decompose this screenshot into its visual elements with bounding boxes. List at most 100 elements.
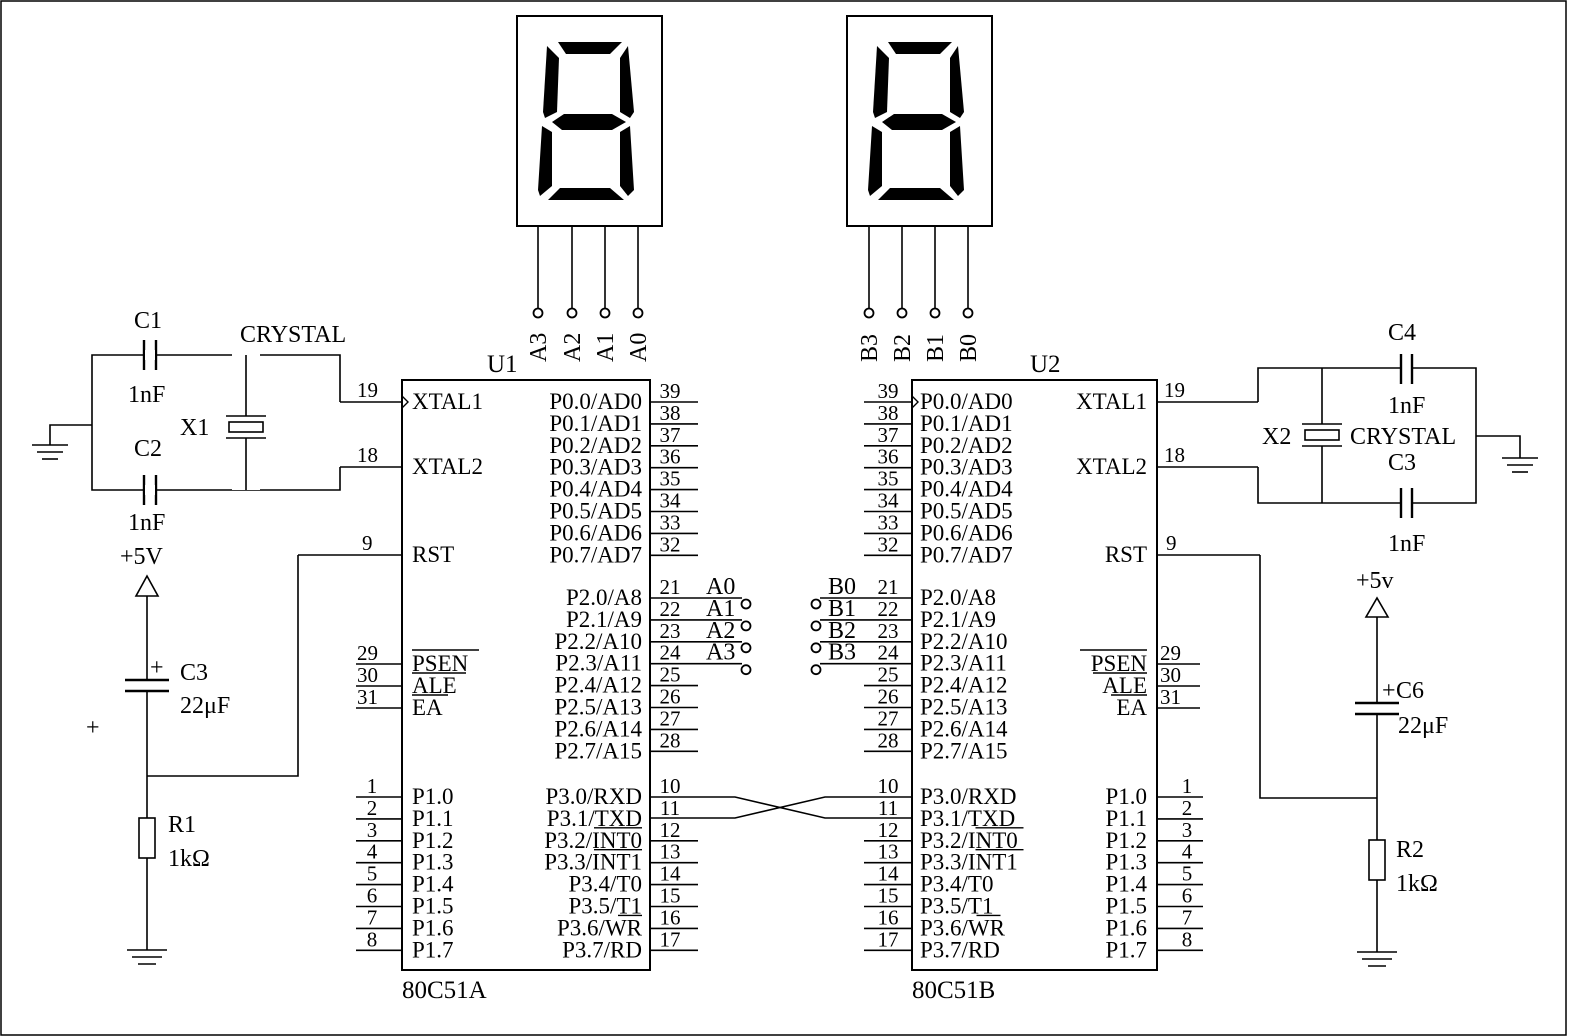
display-b-net-label: B1 xyxy=(923,334,949,362)
u2-p1-pin: 3 xyxy=(1182,818,1193,842)
u1-p3-label: P3.1/TXD xyxy=(547,806,642,831)
r2-ref: R2 xyxy=(1396,837,1424,863)
u1-p2-label: P2.6/A14 xyxy=(554,716,642,741)
u2-pin-xtal1: 19 xyxy=(1164,378,1185,402)
microcontroller-u2: U2 80C51B 19 XTAL1 18 XTAL2 9 RST 29 PSE… xyxy=(810,351,1260,1004)
u2-p3-pin: 17 xyxy=(878,927,899,951)
c2-value: 1nF xyxy=(128,510,165,536)
u1-p0-label: P0.4/AD4 xyxy=(549,477,642,502)
u2-p0-label: P0.2/AD2 xyxy=(920,433,1013,458)
u2-p2-pin: 26 xyxy=(878,685,899,709)
u2-net-terminal xyxy=(810,664,822,676)
u1-p2-pin: 22 xyxy=(660,597,681,621)
display-b-net-label: B2 xyxy=(890,334,916,362)
display-a-net-label: A2 xyxy=(560,333,586,362)
c2-ref: C2 xyxy=(134,436,162,462)
display-b-pin-3 xyxy=(962,307,974,319)
u2-p2-pin: 23 xyxy=(878,619,899,643)
u2-p1-pin: 8 xyxy=(1182,927,1193,951)
u2-p2-net: B3 xyxy=(828,640,856,666)
microcontroller-u1: U1 80C51A 19 XTAL1 18 XTAL2 9 RST 29 PSE… xyxy=(298,351,752,1004)
u2-p1-label: P1.1 xyxy=(1105,806,1147,831)
u2-pin-rst: 9 xyxy=(1166,531,1177,555)
display-b-pin-2 xyxy=(929,307,941,319)
x2-type: CRYSTAL xyxy=(1350,424,1456,450)
display-a-pin-3 xyxy=(632,307,644,319)
u2-p0-label: P0.3/AD3 xyxy=(920,455,1013,480)
right-oscillator-circuit: C4 1nF C3 1nF X2 CRYSTAL xyxy=(1257,320,1538,557)
u2-p0-pin: 38 xyxy=(878,401,899,425)
display-a-pin-2 xyxy=(599,307,611,319)
left-vcc-label: +5V xyxy=(120,544,164,570)
u1-p3-pin: 11 xyxy=(660,796,680,820)
u2-net-terminal xyxy=(810,642,822,654)
display-a-net-label: A0 xyxy=(626,333,652,362)
ground-symbol-left-reset xyxy=(127,949,167,965)
u1-p2-net: A3 xyxy=(706,640,735,666)
u1-p1-label: P1.1 xyxy=(412,806,454,831)
u1-net-terminal xyxy=(740,620,752,632)
u1-rst-label: RST xyxy=(412,542,454,567)
u1-p3-label: P3.0/RXD xyxy=(546,784,643,809)
u2-pin-xtal2: 18 xyxy=(1164,443,1185,467)
u1-pin-ea: 31 xyxy=(357,685,378,709)
u1-p0-label: P0.6/AD6 xyxy=(549,520,642,545)
u2-p2-pin: 21 xyxy=(878,575,899,599)
u2-net-terminal xyxy=(810,598,822,610)
u1-p1-pin: 5 xyxy=(367,862,378,886)
display-b-net-label: B3 xyxy=(857,334,883,362)
u2-p0-label: P0.6/AD6 xyxy=(920,520,1013,545)
c3-right-ref: C3 xyxy=(1388,450,1416,476)
u2-p0-pin: 37 xyxy=(878,423,899,447)
u1-psen-label: PSEN xyxy=(412,651,469,676)
u1-p2-net: A0 xyxy=(706,574,735,600)
u1-p3-pin: 12 xyxy=(660,818,681,842)
u1-p3-label: P3.6/WR xyxy=(557,915,643,940)
u2-p0-pin: 39 xyxy=(878,379,899,403)
display-a-net-label: A3 xyxy=(526,333,552,362)
u1-p2-pin: 23 xyxy=(660,619,681,643)
u2-ea-label: EA xyxy=(1116,695,1147,720)
u2-p3-label: P3.5/T1 xyxy=(920,894,993,919)
u1-p3-label: P3.4/T0 xyxy=(569,872,642,897)
r2-value: 1kΩ xyxy=(1396,871,1438,897)
u2-p1-label: P1.0 xyxy=(1105,784,1147,809)
u1-ea-label: EA xyxy=(412,695,443,720)
u2-p3-pin: 13 xyxy=(878,840,899,864)
u2-p2-label: P2.1/A9 xyxy=(920,607,996,632)
u1-p1-pin: 7 xyxy=(367,905,378,929)
u2-rst-label: RST xyxy=(1105,542,1147,567)
u1-p0-label: P0.0/AD0 xyxy=(549,389,642,414)
u2-ref: U2 xyxy=(1030,351,1061,378)
u2-p1-label: P1.5 xyxy=(1105,894,1147,919)
u2-p3-pin: 12 xyxy=(878,818,899,842)
u2-p3-pin: 15 xyxy=(878,884,899,908)
u1-p3-pin: 17 xyxy=(660,927,681,951)
u1-p0-pin: 36 xyxy=(660,445,681,469)
u1-p1-label: P1.3 xyxy=(412,850,454,875)
u2-p1-pin: 7 xyxy=(1182,905,1193,929)
u2-p2-pin: 28 xyxy=(878,728,899,752)
u2-p3-label: P3.2/INT0 xyxy=(920,828,1018,853)
u1-p2-pin: 21 xyxy=(660,575,681,599)
u1-p1-label: P1.7 xyxy=(412,937,454,962)
u2-p1-label: P1.3 xyxy=(1105,850,1147,875)
u1-p0-pin: 39 xyxy=(660,379,681,403)
u2-p3-pin: 16 xyxy=(878,905,899,929)
u2-part: 80C51B xyxy=(912,977,995,1004)
r1-ref: R1 xyxy=(168,812,196,838)
display-a-net-label: A1 xyxy=(593,333,619,362)
u1-p1-label: P1.2 xyxy=(412,828,454,853)
u2-p0-label: P0.7/AD7 xyxy=(920,542,1013,567)
u2-p0-pin: 34 xyxy=(878,489,900,513)
u1-net-terminal xyxy=(740,598,752,610)
c6-ref: C6 xyxy=(1396,678,1424,704)
u1-p1-label: P1.5 xyxy=(412,894,454,919)
u2-p2-pin: 24 xyxy=(878,641,900,665)
u2-p2-label: P2.5/A13 xyxy=(920,695,1008,720)
u2-p3-label: P3.0/RXD xyxy=(920,784,1017,809)
c6-value: 22μF xyxy=(1398,713,1448,739)
u1-p0-pin: 33 xyxy=(660,510,681,534)
c3-left-ref: C3 xyxy=(180,660,208,686)
